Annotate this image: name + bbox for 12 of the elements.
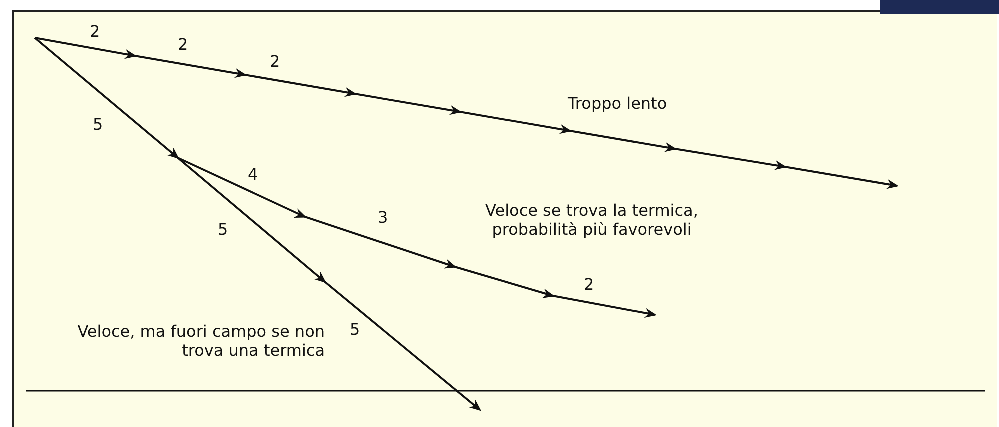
segment-value: 5: [350, 320, 360, 339]
segment-value: 5: [218, 220, 228, 239]
segment-value: 2: [270, 52, 280, 71]
segment-value: 2: [90, 22, 100, 41]
path-note: Troppo lento: [568, 94, 668, 113]
path-note: Veloce se trova la termica, probabilità più favorevoli: [484, 201, 700, 239]
segment-value: 4: [248, 165, 258, 184]
segment-value: 2: [178, 35, 188, 54]
segment-value: 5: [93, 115, 104, 134]
segment-value: 3: [378, 208, 388, 227]
path-note: Veloce, ma fuori campo se non trova una termica: [76, 322, 325, 360]
segment-value: 2: [584, 275, 594, 294]
